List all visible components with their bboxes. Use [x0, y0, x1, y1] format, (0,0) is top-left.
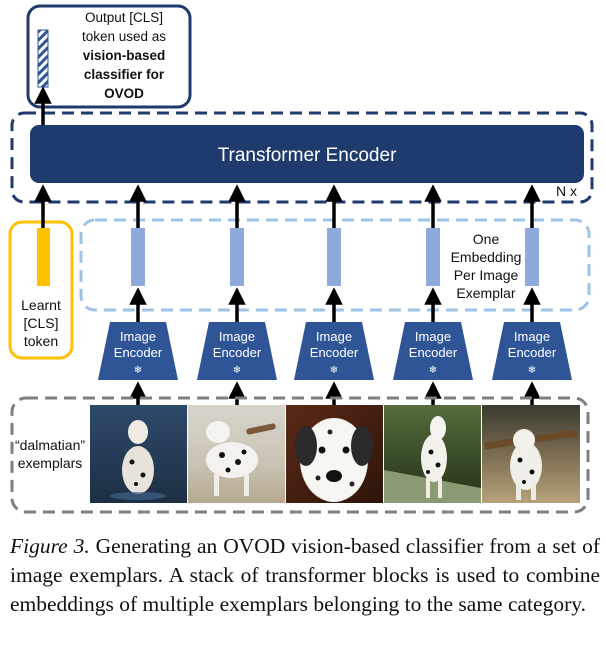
output-line3: vision-based — [82, 48, 166, 63]
photo-dalmatian-forest — [384, 405, 481, 503]
frozen-icon: ❄ — [233, 365, 241, 376]
output-description: Output [CLS] token used as vision-based … — [60, 8, 188, 108]
embedding-note-line2: Embedding — [451, 249, 522, 265]
frozen-icon: ❄ — [330, 365, 338, 376]
caption-text: Generating an OVOD vision-based classifi… — [10, 534, 601, 616]
transformer-stack-box — [10, 111, 594, 204]
embedding-1 — [131, 228, 145, 286]
embedding-note-line3: Per Image — [454, 267, 519, 283]
image-encoder-label-line2: Encoder — [114, 345, 163, 360]
exemplars-label-line1: “dalmatian” — [15, 437, 85, 453]
embedding-3 — [327, 228, 341, 286]
cls-token-box — [8, 220, 74, 360]
repeat-label: N x — [556, 183, 577, 199]
frozen-icon: ❄ — [429, 365, 437, 376]
image-encoder-4 — [393, 322, 473, 380]
ovod-diagram: ImageEncoder❄ImageEncoder❄ImageEncoder❄I… — [8, 4, 594, 514]
image-encoder-label-line1: Image — [316, 329, 352, 344]
transformer-label: Transformer Encoder — [218, 145, 397, 166]
embedding-note-line1: One — [473, 231, 500, 247]
image-encoder-2 — [197, 322, 277, 380]
photo-dalmatian-running — [188, 405, 285, 503]
embedding-4 — [426, 228, 440, 286]
cls-label-line2: [CLS] — [23, 315, 58, 331]
output-cls-token — [37, 29, 49, 88]
output-line2: token used as — [81, 29, 167, 44]
image-encoder-label-line1: Image — [514, 329, 550, 344]
embedding-note-line4: Exemplar — [456, 285, 515, 301]
exemplars-label-line2: exemplars — [18, 455, 83, 471]
cls-label-line3: token — [24, 333, 58, 349]
image-encoder-label-line1: Image — [120, 329, 156, 344]
cls-token — [37, 228, 50, 286]
image-encoder-label-line2: Encoder — [213, 345, 262, 360]
photo-dalmatian-stick — [482, 405, 580, 503]
frozen-icon: ❄ — [134, 365, 142, 376]
cls-label-line1: Learnt — [21, 297, 61, 313]
image-encoder-label-line2: Encoder — [508, 345, 557, 360]
image-encoder-label-line1: Image — [219, 329, 255, 344]
image-encoder-label-line1: Image — [415, 329, 451, 344]
output-line1: Output [CLS] — [84, 10, 164, 25]
embedding-5 — [525, 228, 539, 286]
output-line4: classifier for — [83, 67, 165, 82]
figure-caption: Figure 3. Generating an OVOD vision-base… — [10, 532, 600, 619]
photo-dalmatian-portrait — [286, 405, 383, 503]
image-encoder-5 — [492, 322, 572, 380]
frozen-icon: ❄ — [528, 365, 536, 376]
photo-dalmatian-water — [90, 405, 187, 503]
image-encoder-label-line2: Encoder — [409, 345, 458, 360]
transformer-encoder — [30, 125, 584, 183]
image-encoder-label-line2: Encoder — [310, 345, 359, 360]
image-encoder-1 — [98, 322, 178, 380]
embedding-2 — [230, 228, 244, 286]
image-encoder-3 — [294, 322, 374, 380]
output-box — [26, 4, 192, 109]
caption-label: Figure 3. — [10, 534, 90, 558]
output-line5: OVOD — [104, 86, 144, 101]
exemplars-box — [10, 396, 590, 514]
